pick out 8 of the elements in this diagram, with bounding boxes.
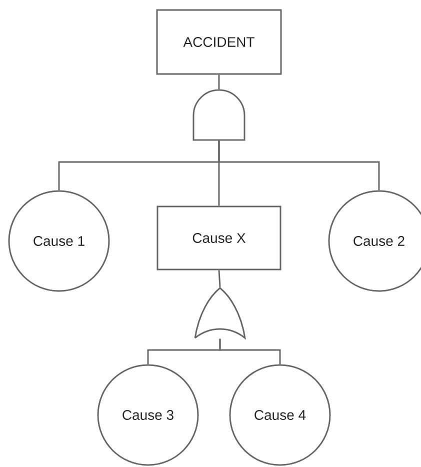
and-gate [192,89,246,141]
event-box: Cause X [156,206,282,270]
event-box: ACCIDENT [156,9,282,75]
connector-line [218,270,221,288]
connector-line [219,338,281,364]
connector-line [218,140,380,190]
connector-line [218,74,220,90]
or-gate [194,287,246,339]
